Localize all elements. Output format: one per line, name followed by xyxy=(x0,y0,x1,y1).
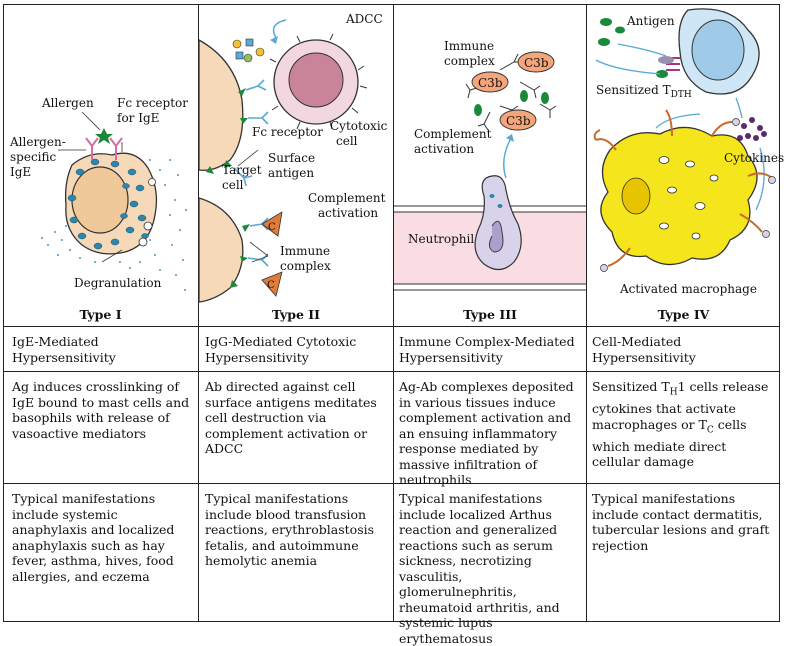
type2-mechanism: Ab directed against cell surface antigen… xyxy=(205,379,377,456)
type1-illustration: Allergen Fc receptor for IgE Allergen- s… xyxy=(9,96,188,291)
label-allergen-specific-2: specific xyxy=(10,150,57,164)
type4-illustration: Antigen Sensitized TDTH Cytokines Activa… xyxy=(593,8,784,296)
label-immune-complex2-1: Immune xyxy=(280,244,330,258)
label-cytotoxic-1: Cytotoxic xyxy=(330,119,388,133)
type4-title: Type IV xyxy=(657,307,710,322)
type2-illustration: C C ADCC Fc receptor Cytotoxic cell Targ… xyxy=(198,12,388,303)
cytokine-dots xyxy=(737,117,767,141)
type4-mechanism: Sensitized TH1 cells release cytokines t… xyxy=(592,379,769,469)
type3-manifestations: Typical manifestations include localized… xyxy=(399,491,560,646)
label-neutrophil: Neutrophil xyxy=(408,232,474,246)
macrophage xyxy=(600,126,758,266)
c-label: C xyxy=(267,280,275,291)
label-immune-complex2-2: complex xyxy=(280,259,331,273)
row-divider xyxy=(3,483,780,484)
label-degranulation: Degranulation xyxy=(74,276,162,290)
ige-antibodies xyxy=(85,137,123,160)
label-immune-complex3-2: complex xyxy=(444,54,495,68)
column-divider xyxy=(393,4,394,622)
label-fc-ige-2: for IgE xyxy=(117,111,159,125)
c3b-label: C3b xyxy=(506,114,531,128)
label-allergen-specific-1: Allergen- xyxy=(9,135,66,149)
label-target-2: cell xyxy=(222,178,244,192)
type3-title: Type III xyxy=(463,307,517,322)
type4-manifestations: Typical manifestations include contact d… xyxy=(592,491,770,553)
label-antigen: Antigen xyxy=(626,14,675,28)
label-fc-receptor: Fc receptor xyxy=(252,125,323,139)
column-divider xyxy=(586,4,587,622)
type3-mechanism: Ag-Ab complexes deposited in various tis… xyxy=(399,379,574,487)
row-divider xyxy=(3,326,780,327)
type1-title: Type I xyxy=(79,307,122,322)
label-cytotoxic-2: cell xyxy=(336,134,358,148)
illustration-panels: Allergen Fc receptor for IgE Allergen- s… xyxy=(9,8,784,303)
label-sensitized: Sensitized TDTH xyxy=(596,83,692,100)
label-complement3-1: Complement xyxy=(414,127,492,141)
label-activated-macrophage: Activated macrophage xyxy=(619,282,757,296)
table-frame xyxy=(3,4,780,622)
c3b-label: C3b xyxy=(524,56,549,70)
allergen-star xyxy=(95,128,113,144)
c-label: C xyxy=(268,222,276,233)
column-divider xyxy=(198,4,199,622)
label-fc-ige-1: Fc receptor xyxy=(117,96,188,110)
label-cytokines: Cytokines xyxy=(724,151,784,165)
type2-manifestations: Typical manifestations include blood tra… xyxy=(205,491,375,568)
mediator-dots xyxy=(41,159,187,291)
type2-title: Type II xyxy=(272,307,320,322)
granules xyxy=(67,158,149,250)
row-divider xyxy=(3,371,780,372)
type2-name: IgG-Mediated Cytotoxic Hypersensitivity xyxy=(205,334,357,365)
type3-illustration: C3b C3b C3b Immune complex Complement ac… xyxy=(394,39,586,291)
label-adcc: ADCC xyxy=(345,12,383,26)
label-surface-1: Surface xyxy=(268,151,315,165)
label-immune-complex3-1: Immune xyxy=(444,39,494,53)
c3b-label: C3b xyxy=(478,76,503,90)
type4-name: Cell-Mediated Hypersensitivity xyxy=(592,334,696,365)
label-complement2-1: Complement xyxy=(308,191,386,205)
label-target-1: Target xyxy=(222,163,262,177)
label-allergen: Allergen xyxy=(41,96,94,110)
type1-mechanism: Ag induces crosslinking of IgE bound to … xyxy=(12,379,190,441)
label-complement2-2: activation xyxy=(318,206,378,220)
type1-name: IgE-Mediated Hypersensitivity xyxy=(12,334,116,365)
label-allergen-specific-3: IgE xyxy=(10,165,31,179)
label-complement3-2: activation xyxy=(414,142,474,156)
label-surface-2: antigen xyxy=(268,166,314,180)
type1-manifestations: Typical manifestations include systemic … xyxy=(12,491,175,584)
type3-name: Immune Complex-Mediated Hypersensitivity xyxy=(399,334,575,365)
